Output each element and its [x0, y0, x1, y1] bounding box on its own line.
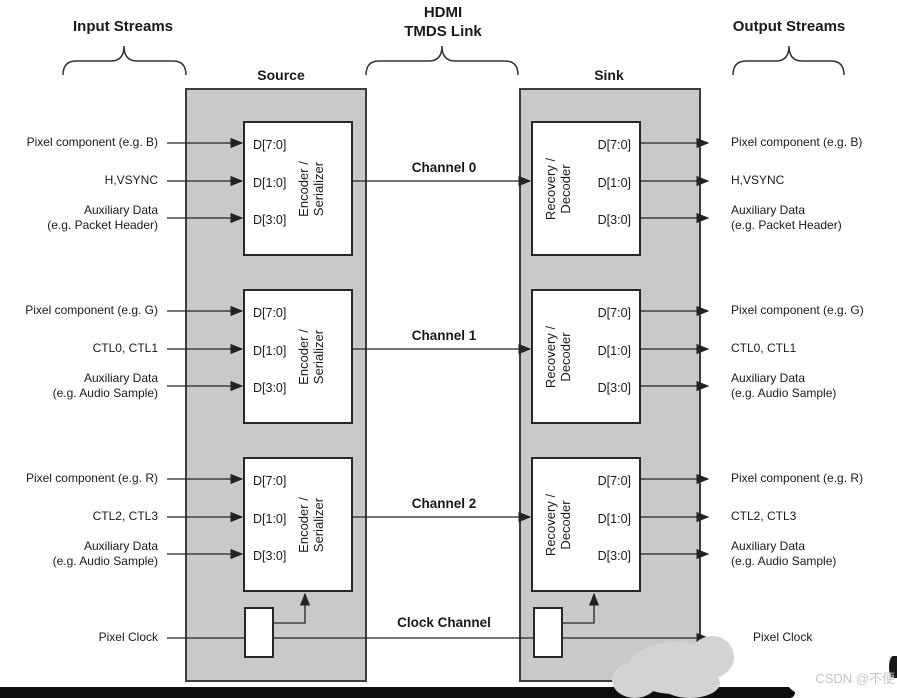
tmds-link-title-line1: HDMI: [423, 4, 463, 21]
input-label-line1: Auxiliary Data: [83, 203, 158, 217]
output-label: Auxiliary Data (e.g. Audio Sample): [731, 371, 897, 401]
input-streams-brace: [62, 45, 187, 76]
tmds-link-title-line2: TMDS Link: [404, 23, 482, 40]
input-label: Pixel component (e.g. B): [26, 135, 158, 149]
gray-cloud-blob: [612, 662, 658, 698]
port-label: D[3:0]: [597, 549, 631, 563]
input-label-line1: Auxiliary Data: [83, 371, 158, 385]
port-label: D[3:0]: [253, 213, 287, 227]
source-title: Source: [257, 67, 305, 83]
decoder-label: Recovery / Decoder: [543, 493, 573, 555]
encoder-label: Encoder / Serializer: [296, 497, 326, 553]
encoder-label-line1: Encoder /: [295, 328, 311, 385]
port-label: D[3:0]: [597, 381, 631, 395]
output-label: Pixel component (e.g. G): [731, 303, 864, 317]
decoder-block-1: D[7:0] D[1:0] D[3:0] Recovery / Decoder: [531, 289, 641, 424]
port-label: D[7:0]: [253, 474, 287, 488]
input-label-line1: Auxiliary Data: [83, 539, 158, 553]
port-label: D[1:0]: [253, 176, 287, 190]
output-label-line1: Auxiliary Data: [731, 203, 806, 217]
decoder-label-line2: Decoder: [558, 499, 574, 550]
output-label: Auxiliary Data (e.g. Packet Header): [731, 203, 897, 233]
channel-0-label: Channel 0: [411, 160, 477, 175]
port-label: D[3:0]: [597, 213, 631, 227]
output-streams-brace: [732, 45, 845, 76]
encoder-label-line1: Encoder /: [295, 160, 311, 217]
encoder-block-0: D[7:0] D[1:0] D[3:0] Encoder / Serialize…: [243, 121, 353, 256]
input-label: CTL0, CTL1: [92, 341, 158, 355]
white-eraser-blob: [786, 652, 897, 698]
decoder-block-0: D[7:0] D[1:0] D[3:0] Recovery / Decoder: [531, 121, 641, 256]
output-label: CTL2, CTL3: [731, 509, 797, 523]
input-label: Auxiliary Data (e.g. Audio Sample): [0, 371, 158, 401]
decoder-label-line2: Decoder: [558, 163, 574, 214]
encoder-label-line2: Serializer: [310, 161, 326, 216]
input-label-line2: (e.g. Audio Sample): [52, 554, 158, 568]
port-label: D[7:0]: [253, 306, 287, 320]
encoder-label: Encoder / Serializer: [296, 161, 326, 217]
output-label: Auxiliary Data (e.g. Audio Sample): [731, 539, 897, 569]
output-label-line1: Auxiliary Data: [731, 371, 806, 385]
port-label: D[1:0]: [253, 344, 287, 358]
port-label: D[3:0]: [253, 381, 287, 395]
braces: [62, 45, 845, 76]
encoder-block-1: D[7:0] D[1:0] D[3:0] Encoder / Serialize…: [243, 289, 353, 424]
encoder-label: Encoder / Serializer: [296, 329, 326, 385]
sink-title: Sink: [594, 67, 624, 83]
encoder-label-line1: Encoder /: [295, 496, 311, 553]
port-label: D[1:0]: [597, 344, 631, 358]
csdn-watermark: CSDN @不便: [815, 671, 895, 686]
output-label: H,VSYNC: [731, 173, 785, 187]
channel-1-label: Channel 1: [411, 328, 477, 343]
port-label: D[1:0]: [253, 512, 287, 526]
port-label: D[7:0]: [597, 138, 631, 152]
output-label-line2: (e.g. Audio Sample): [731, 386, 837, 400]
input-label: Auxiliary Data (e.g. Packet Header): [0, 203, 158, 233]
bottom-black-bar: [0, 687, 795, 698]
gray-cloud-blob: [660, 668, 720, 698]
encoder-label-line2: Serializer: [310, 329, 326, 384]
encoder-label-line2: Serializer: [310, 497, 326, 552]
port-label: D[7:0]: [597, 474, 631, 488]
port-label: D[7:0]: [253, 138, 287, 152]
output-label-line1: Auxiliary Data: [731, 539, 806, 553]
tmds-link-brace: [365, 45, 519, 76]
decoder-label-line1: Recovery /: [543, 325, 559, 388]
input-streams-title: Input Streams: [72, 18, 174, 35]
input-label: CTL2, CTL3: [92, 509, 158, 523]
output-label-line2: (e.g. Audio Sample): [731, 554, 837, 568]
decoder-label-line1: Recovery /: [543, 493, 559, 556]
output-label: Pixel component (e.g. R): [731, 471, 864, 485]
pixel-clock-input-label: Pixel Clock: [98, 630, 158, 644]
decoder-block-2: D[7:0] D[1:0] D[3:0] Recovery / Decoder: [531, 457, 641, 592]
input-label: Pixel component (e.g. R): [25, 471, 158, 485]
port-label: D[1:0]: [597, 512, 631, 526]
encoder-block-2: D[7:0] D[1:0] D[3:0] Encoder / Serialize…: [243, 457, 353, 592]
channel-2-label: Channel 2: [411, 496, 477, 511]
tmds-link-title: HDMI TMDS Link: [383, 3, 503, 41]
decoder-label: Recovery / Decoder: [543, 325, 573, 387]
port-label: D[1:0]: [597, 176, 631, 190]
source-clock-block: [244, 607, 274, 658]
decoder-label-line1: Recovery /: [543, 157, 559, 220]
port-label: D[3:0]: [253, 549, 287, 563]
input-label-line2: (e.g. Packet Header): [47, 218, 158, 232]
output-label-line2: (e.g. Packet Header): [731, 218, 842, 232]
input-label: H,VSYNC: [104, 173, 158, 187]
clock-channel-label: Clock Channel: [397, 615, 491, 630]
input-label: Pixel component (e.g. G): [25, 303, 158, 317]
output-label: CTL0, CTL1: [731, 341, 797, 355]
output-streams-title: Output Streams: [732, 18, 846, 35]
decoder-label: Recovery / Decoder: [543, 157, 573, 219]
pixel-clock-output-label: Pixel Clock: [753, 630, 813, 644]
port-label: D[7:0]: [597, 306, 631, 320]
input-label-line2: (e.g. Audio Sample): [52, 386, 158, 400]
decoder-label-line2: Decoder: [558, 331, 574, 382]
output-label: Pixel component (e.g. B): [731, 135, 863, 149]
dark-edge-fragment: [889, 656, 897, 678]
sink-clock-block: [533, 607, 563, 658]
input-label: Auxiliary Data (e.g. Audio Sample): [0, 539, 158, 569]
